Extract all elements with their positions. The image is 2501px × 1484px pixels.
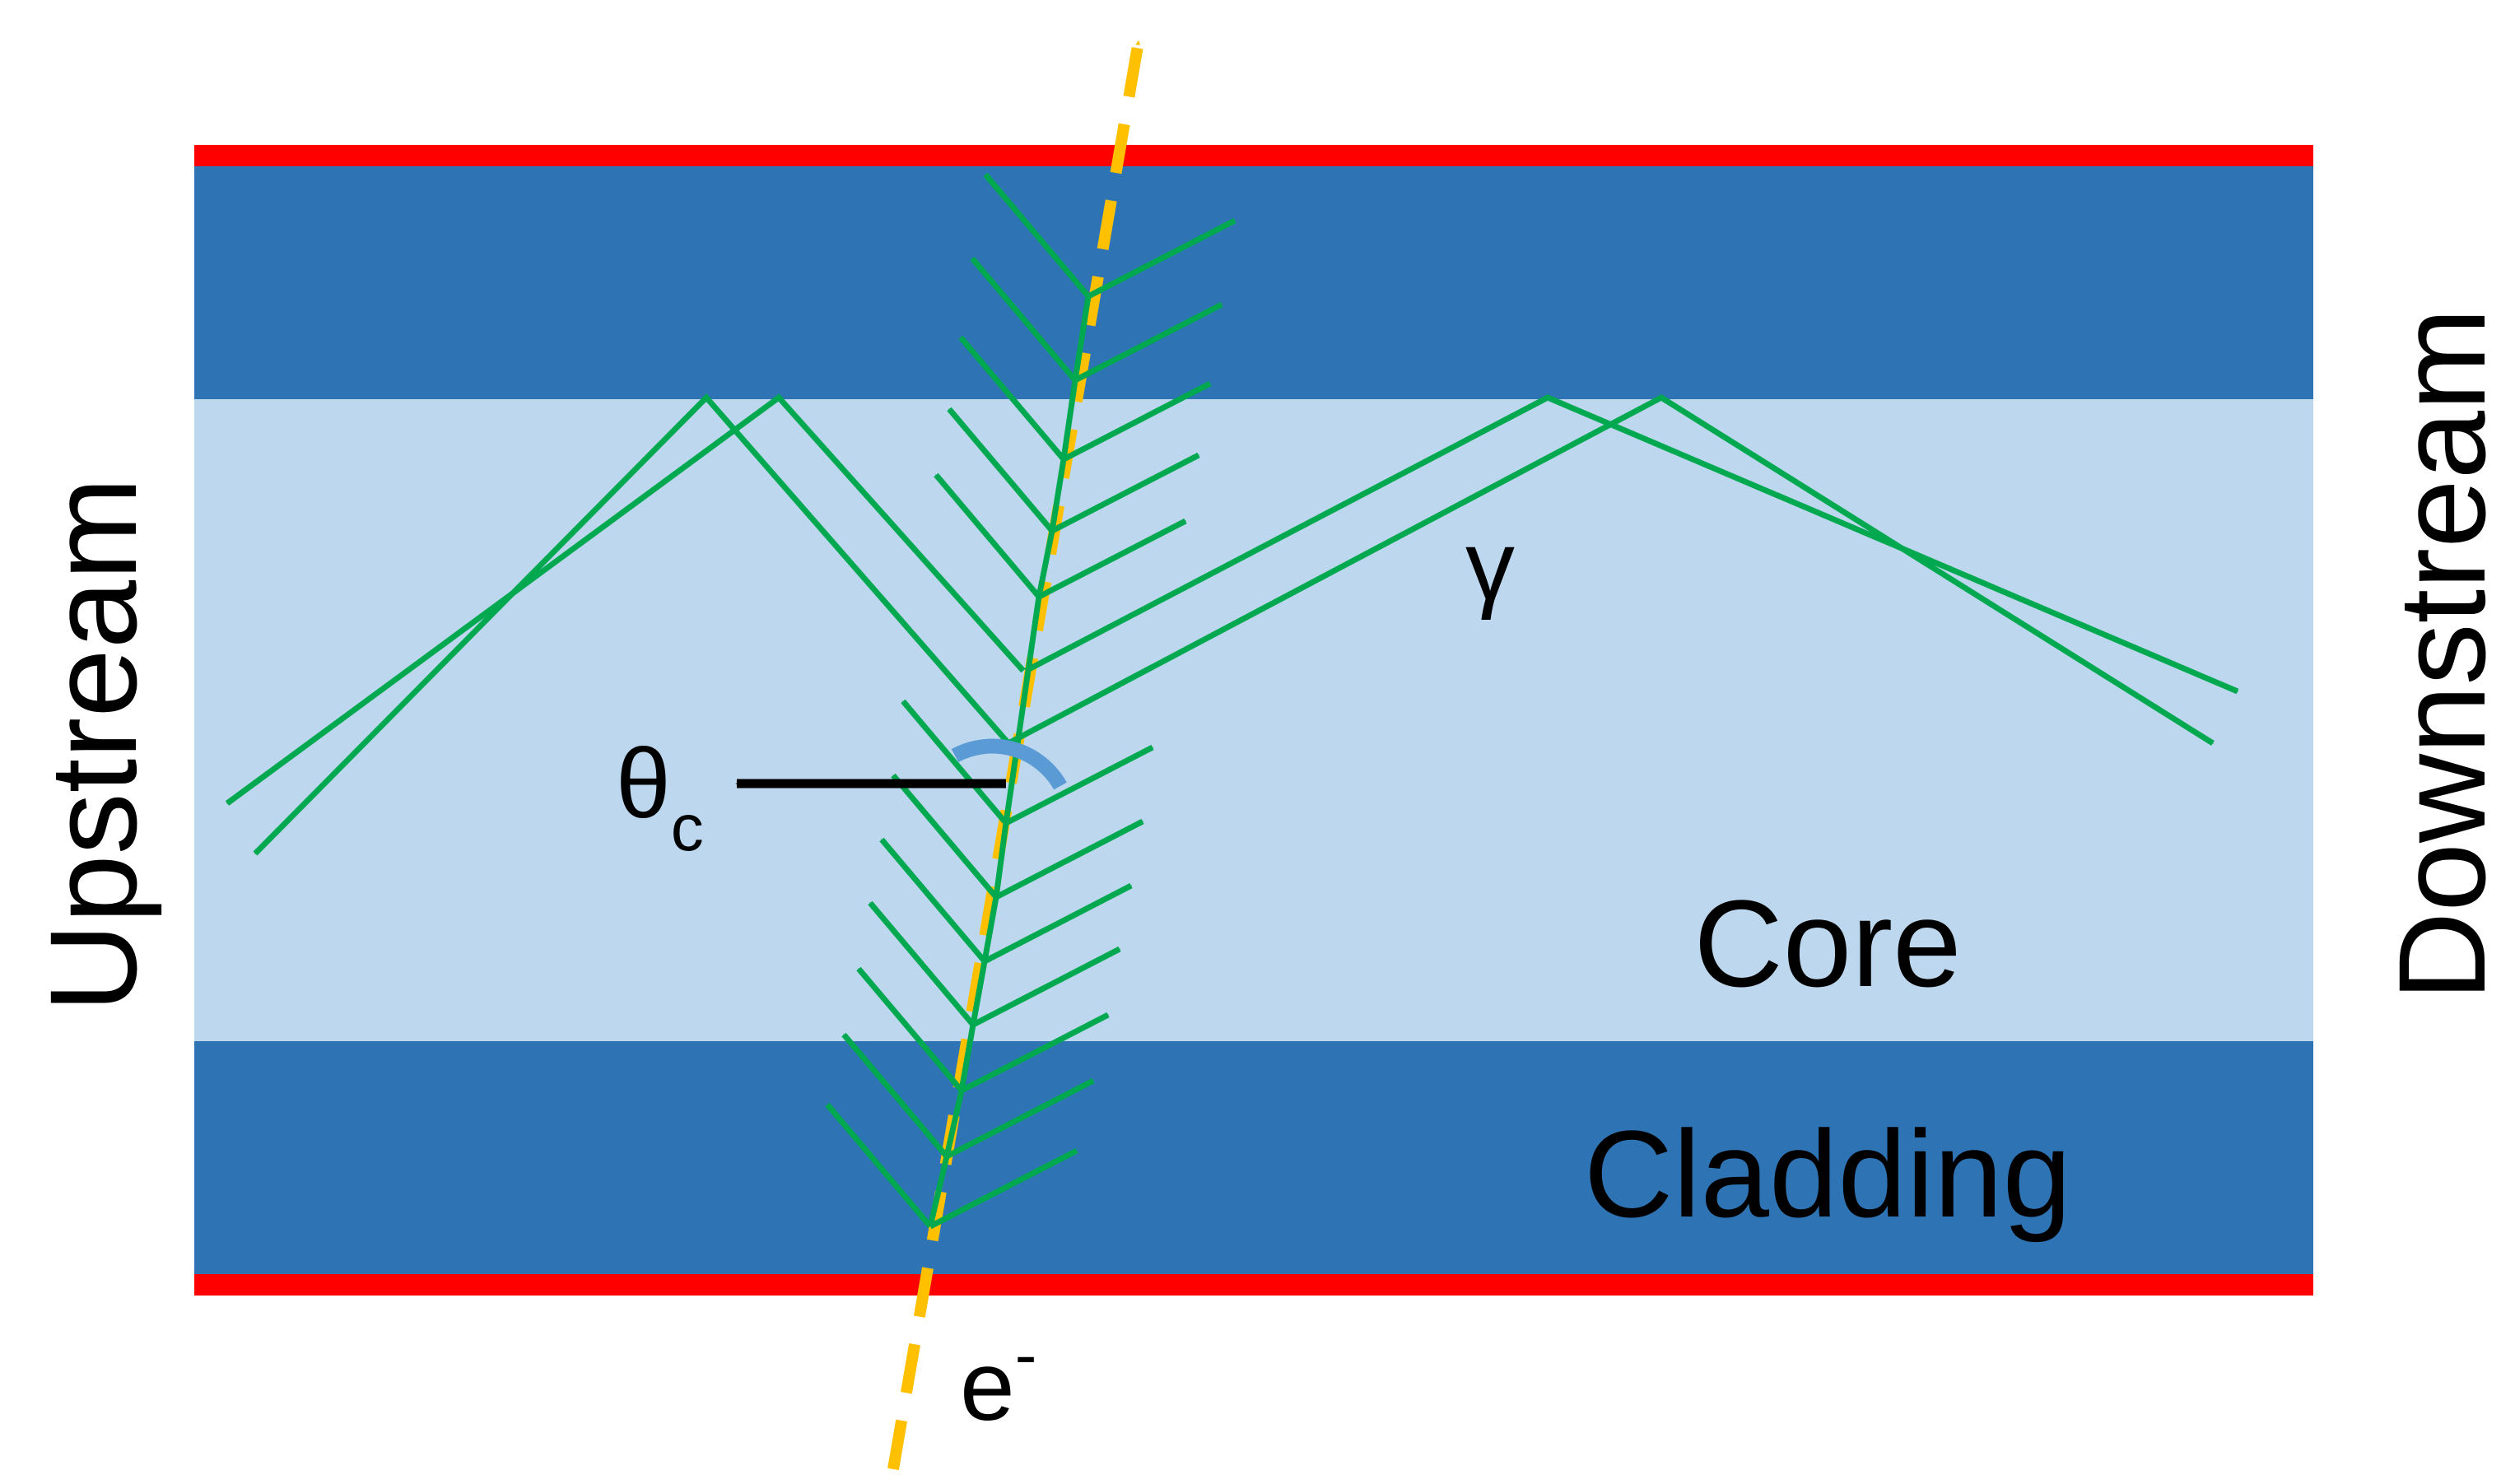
top-coating <box>194 145 2313 166</box>
electron-symbol: e <box>960 1331 1015 1441</box>
downstream-photon-arrow <box>929 1147 1078 1230</box>
downstream-photon-arrow <box>1050 452 1200 534</box>
electron-superscript: - <box>1015 1318 1037 1391</box>
downstream-photon-arrow <box>1037 518 1187 600</box>
emission-backbone-segment <box>1003 596 1042 824</box>
downstream-photon-arrow <box>1004 744 1154 826</box>
upstream-photon-path-2 <box>225 393 1026 806</box>
electron-label: e- <box>960 1318 1036 1441</box>
downstream-photon-path-2 <box>1007 393 2215 747</box>
theta-label: θc <box>616 728 704 864</box>
upstream-photon-arrow <box>947 407 1055 533</box>
downstream-photon-path-1 <box>1024 394 2239 695</box>
top-cladding <box>194 156 2313 399</box>
upstream-photon-arrow <box>934 472 1041 599</box>
downstream-photon-arrow <box>994 818 1144 900</box>
emission-backbone-segment <box>927 1156 950 1227</box>
emission-backbone-segment <box>1036 530 1055 598</box>
downstream-photon-arrow <box>1087 217 1237 300</box>
cherenkov-angle-arc <box>951 738 1067 790</box>
upstream-photon-arrow <box>958 335 1066 462</box>
cladding-label: Cladding <box>1584 1105 2071 1243</box>
downstream-photon-arrow <box>1062 380 1212 463</box>
downstream-label: Downstream <box>2373 308 2501 1001</box>
downstream-photon-arrow <box>983 882 1133 965</box>
core-region <box>194 399 2313 1041</box>
emission-backbone-segment <box>1072 295 1092 381</box>
photon-paths <box>225 393 2239 856</box>
upstream-photon-arrow <box>856 966 964 1093</box>
upstream-photon-arrow <box>970 256 1078 383</box>
bottom-coating <box>194 1274 2313 1296</box>
upstream-photon-arrow <box>825 1102 933 1229</box>
upstream-photon-arrow <box>901 699 1008 826</box>
emission-backbone-segment <box>1049 458 1067 532</box>
downstream-photon-arrow <box>945 1077 1095 1160</box>
emission-backbone-segment <box>943 1090 965 1157</box>
downstream-photon-arrow <box>1074 301 1223 384</box>
cherenkov-emission-fan <box>825 172 1237 1230</box>
upstream-photon-arrow <box>841 1032 949 1159</box>
downstream-photon-arrow <box>960 1012 1110 1094</box>
theta-symbol: θ <box>616 728 671 839</box>
downstream-photon-arrow <box>971 946 1121 1028</box>
theta-subscript: c <box>671 791 704 864</box>
emission-backbone-segment <box>970 961 988 1026</box>
emission-backbone-segment <box>1060 379 1078 460</box>
upstream-label: Upstream <box>24 477 162 1012</box>
upstream-photon-arrow <box>879 837 987 964</box>
emission-backbone-segment <box>958 1024 976 1091</box>
emission-backbone-segment <box>981 896 999 962</box>
core-label: Core <box>1693 874 1961 1012</box>
upstream-photon-path-1 <box>253 393 1011 856</box>
bottom-cladding <box>194 1041 2313 1280</box>
upstream-photon-arrow <box>891 773 999 900</box>
emission-backbone-segment <box>993 822 1009 898</box>
upstream-photon-arrow <box>868 900 976 1027</box>
gamma-label: γ <box>1465 510 1515 621</box>
upstream-photon-arrow <box>983 172 1091 299</box>
